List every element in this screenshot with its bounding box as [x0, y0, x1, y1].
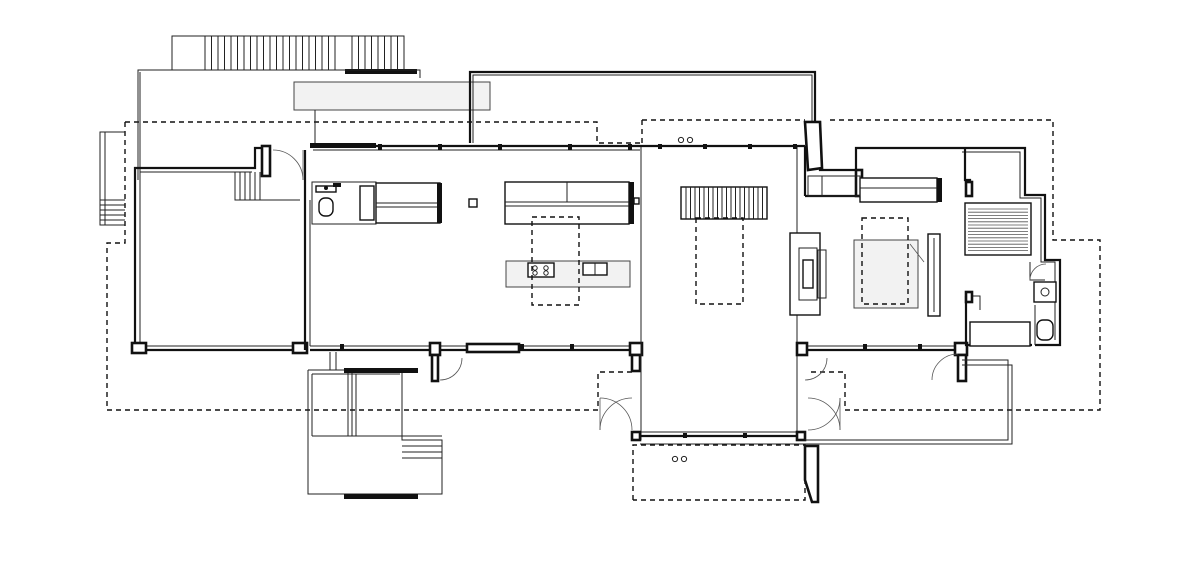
bathtub-icon — [969, 321, 1031, 347]
bath-sink-icon — [1033, 281, 1057, 303]
window-mullion — [743, 433, 747, 438]
bedroom-wing-walls — [640, 120, 1062, 445]
interior-stair — [680, 186, 768, 220]
window-mullion — [703, 144, 707, 149]
outline-table-center — [695, 217, 744, 305]
window-mullion — [793, 144, 797, 149]
window-mullion — [438, 144, 442, 150]
toilet-icon-2 — [1036, 319, 1054, 341]
kitchen-island — [505, 216, 631, 306]
top-exterior-stairs — [137, 35, 817, 180]
window-mullion — [918, 344, 922, 350]
window-mullion — [658, 144, 662, 149]
covered-entry-canopy — [293, 81, 491, 111]
window-mullion — [378, 144, 382, 150]
garage-walls — [130, 144, 309, 355]
built-in-cabinets-left — [375, 182, 442, 224]
window-mullion — [570, 344, 574, 350]
living-wing-walls — [272, 143, 644, 383]
living-room-sofa — [504, 181, 640, 225]
window-mullion — [683, 433, 687, 438]
column — [468, 198, 478, 208]
master-bath — [964, 180, 1057, 347]
powder-room — [311, 181, 377, 225]
media-wall — [789, 232, 827, 316]
bedroom-wardrobe — [807, 175, 942, 203]
window-mullion — [568, 144, 572, 150]
window-mullion — [340, 344, 344, 350]
bottom-right-screen — [803, 444, 820, 504]
window-mullion — [520, 344, 524, 350]
roof-overhang-outline — [106, 119, 1101, 501]
window-mullion — [863, 344, 867, 350]
bed — [853, 217, 941, 317]
toilet-icon — [318, 197, 334, 217]
dining-table-outline — [531, 216, 580, 306]
bottom-left-deck-stairs — [307, 352, 443, 499]
window-mullion — [498, 144, 502, 150]
window-mullion — [748, 144, 752, 149]
vanity-sink-icon — [359, 185, 375, 221]
window-mullion — [628, 144, 632, 150]
central-breezeway — [599, 136, 841, 463]
left-side-steps — [99, 131, 125, 226]
